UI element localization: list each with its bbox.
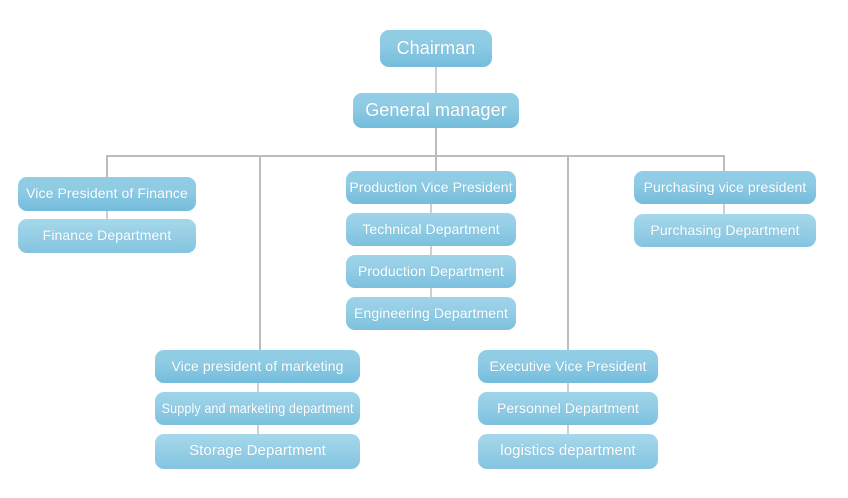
node-vice-president-of-finance-label: Vice President of Finance [26,185,188,202]
connector-distribution-bar [107,155,725,157]
node-storage-department-label: Storage Department [189,442,326,460]
node-purchasing-department[interactable]: Purchasing Department [634,214,816,247]
node-finance-department[interactable]: Finance Department [18,219,196,253]
node-supply-and-marketing-department-label: Supply and marketing department [161,399,354,416]
node-production-department-label: Production Department [357,262,505,279]
connector-technical-to-production-dept [430,246,432,256]
node-executive-vice-president-label: Executive Vice President [489,357,647,374]
connector-drop-production [435,155,437,177]
node-technical-department-label: Technical Department [362,220,500,237]
connector-production-dept-to-engineering [430,288,432,298]
node-technical-department[interactable]: Technical Department [346,213,516,246]
node-personnel-department[interactable]: Personnel Department [478,392,658,425]
connector-drop-executive [567,155,569,350]
node-vice-president-of-finance[interactable]: Vice President of Finance [18,177,196,211]
connector-supply-to-storage [257,425,259,435]
connector-drop-marketing [259,155,261,350]
node-engineering-department-label: Engineering Department [354,304,508,321]
connector-chairman-to-general-manager [435,66,437,95]
node-production-department[interactable]: Production Department [346,255,516,288]
connector-production-vp-to-technical [430,204,432,214]
node-chairman[interactable]: Chairman [380,30,492,67]
node-production-vice-president[interactable]: Production Vice President [346,171,516,204]
connector-purchasing-vp-to-dept [723,204,725,214]
connector-executive-vp-to-personnel [567,383,569,393]
connector-drop-finance [106,155,108,177]
node-logistics-department[interactable]: logistics department [478,434,658,469]
connector-marketing-vp-to-supply [257,383,259,393]
node-finance-department-label: Finance Department [42,227,172,244]
node-vice-president-of-marketing-label: Vice president of marketing [171,357,344,374]
node-storage-department[interactable]: Storage Department [155,434,360,469]
connector-personnel-to-logistics [567,425,569,435]
node-purchasing-vice-president[interactable]: Purchasing vice president [634,171,816,204]
node-logistics-department-label: logistics department [500,442,636,460]
node-production-vice-president-label: Production Vice President [349,178,513,195]
node-vice-president-of-marketing[interactable]: Vice president of marketing [155,350,360,383]
node-purchasing-department-label: Purchasing Department [650,221,800,238]
node-engineering-department[interactable]: Engineering Department [346,297,516,330]
node-general-manager[interactable]: General manager [353,93,519,128]
node-chairman-label: Chairman [396,37,476,58]
connector-finance-vp-to-dept [106,210,108,220]
node-general-manager-label: General manager [365,99,507,120]
node-supply-and-marketing-department[interactable]: Supply and marketing department [155,392,360,425]
node-executive-vice-president[interactable]: Executive Vice President [478,350,658,383]
node-purchasing-vice-president-label: Purchasing vice president [643,178,807,195]
node-personnel-department-label: Personnel Department [496,399,640,416]
connector-drop-purchasing [723,155,725,177]
connector-general-manager-down [435,126,437,156]
